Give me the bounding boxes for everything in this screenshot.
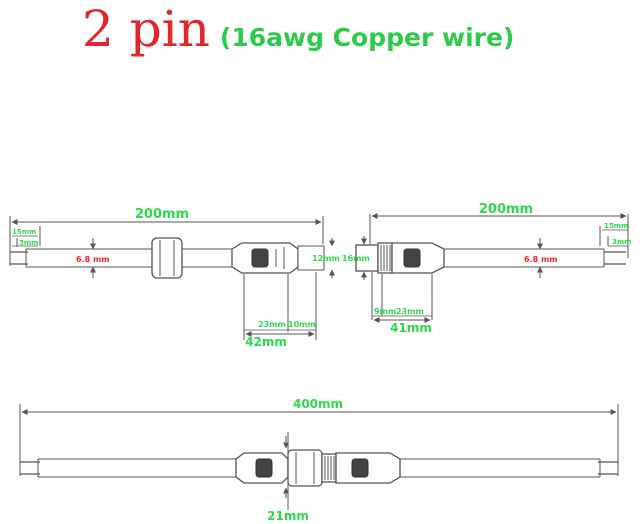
assembled-cable-drawing — [19, 404, 619, 510]
left-total-length: 200mm — [135, 207, 189, 222]
left-thread-dia: 12mm — [312, 254, 340, 263]
right-head-dia: 16mm — [342, 254, 370, 263]
right-wire-diameter: 6.8 mm — [524, 255, 558, 264]
title-wire-spec: (16awg Copper wire) — [219, 23, 515, 52]
left-segment-b: 10mm — [288, 320, 316, 329]
left-segment-a: 23mm — [258, 320, 286, 329]
left-wire-diameter: 6.8 mm — [76, 255, 110, 264]
title-pin-count: 2 pin — [82, 0, 210, 58]
assembled-coupling-length: 21mm — [267, 509, 309, 523]
assembled-total-length: 400mm — [293, 397, 343, 411]
left-strip-outer: 15mm — [12, 228, 36, 236]
left-strip-inner: 3mm — [19, 239, 38, 247]
right-total-length: 200mm — [479, 202, 533, 217]
right-cable-drawing — [355, 213, 629, 323]
diagram-title: 2 pin (16awg Copper wire) — [82, 0, 514, 58]
right-segment-a: 9mm — [374, 307, 396, 316]
right-strip-outer: 15mm — [604, 222, 628, 230]
left-connector-length: 42mm — [245, 335, 287, 349]
left-cable-drawing — [9, 216, 335, 340]
right-strip-inner: 3mm — [612, 238, 631, 246]
right-segment-b: 23mm — [396, 307, 424, 316]
right-connector-length: 41mm — [390, 321, 432, 335]
